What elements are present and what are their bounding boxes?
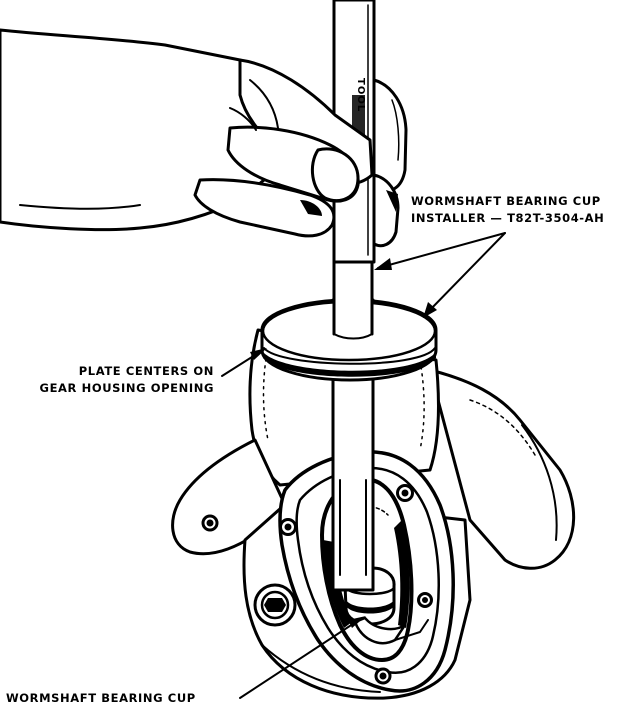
callout-labels: WORMSHAFT BEARING CUP INSTALLER — T82T-3…	[6, 194, 604, 705]
plate-label-line1: PLATE CENTERS ON	[79, 364, 214, 378]
leader-lines	[221, 232, 506, 699]
plate-label-line2: GEAR HOUSING OPENING	[40, 381, 214, 395]
installer-label-line2: INSTALLER — T82T-3504-AH	[411, 211, 604, 225]
hand-illustration: TOOL	[0, 0, 408, 264]
installer-label-line1: WORMSHAFT BEARING CUP	[411, 194, 601, 208]
cup-label: WORMSHAFT BEARING CUP	[6, 691, 196, 705]
installer-tool	[260, 260, 438, 592]
